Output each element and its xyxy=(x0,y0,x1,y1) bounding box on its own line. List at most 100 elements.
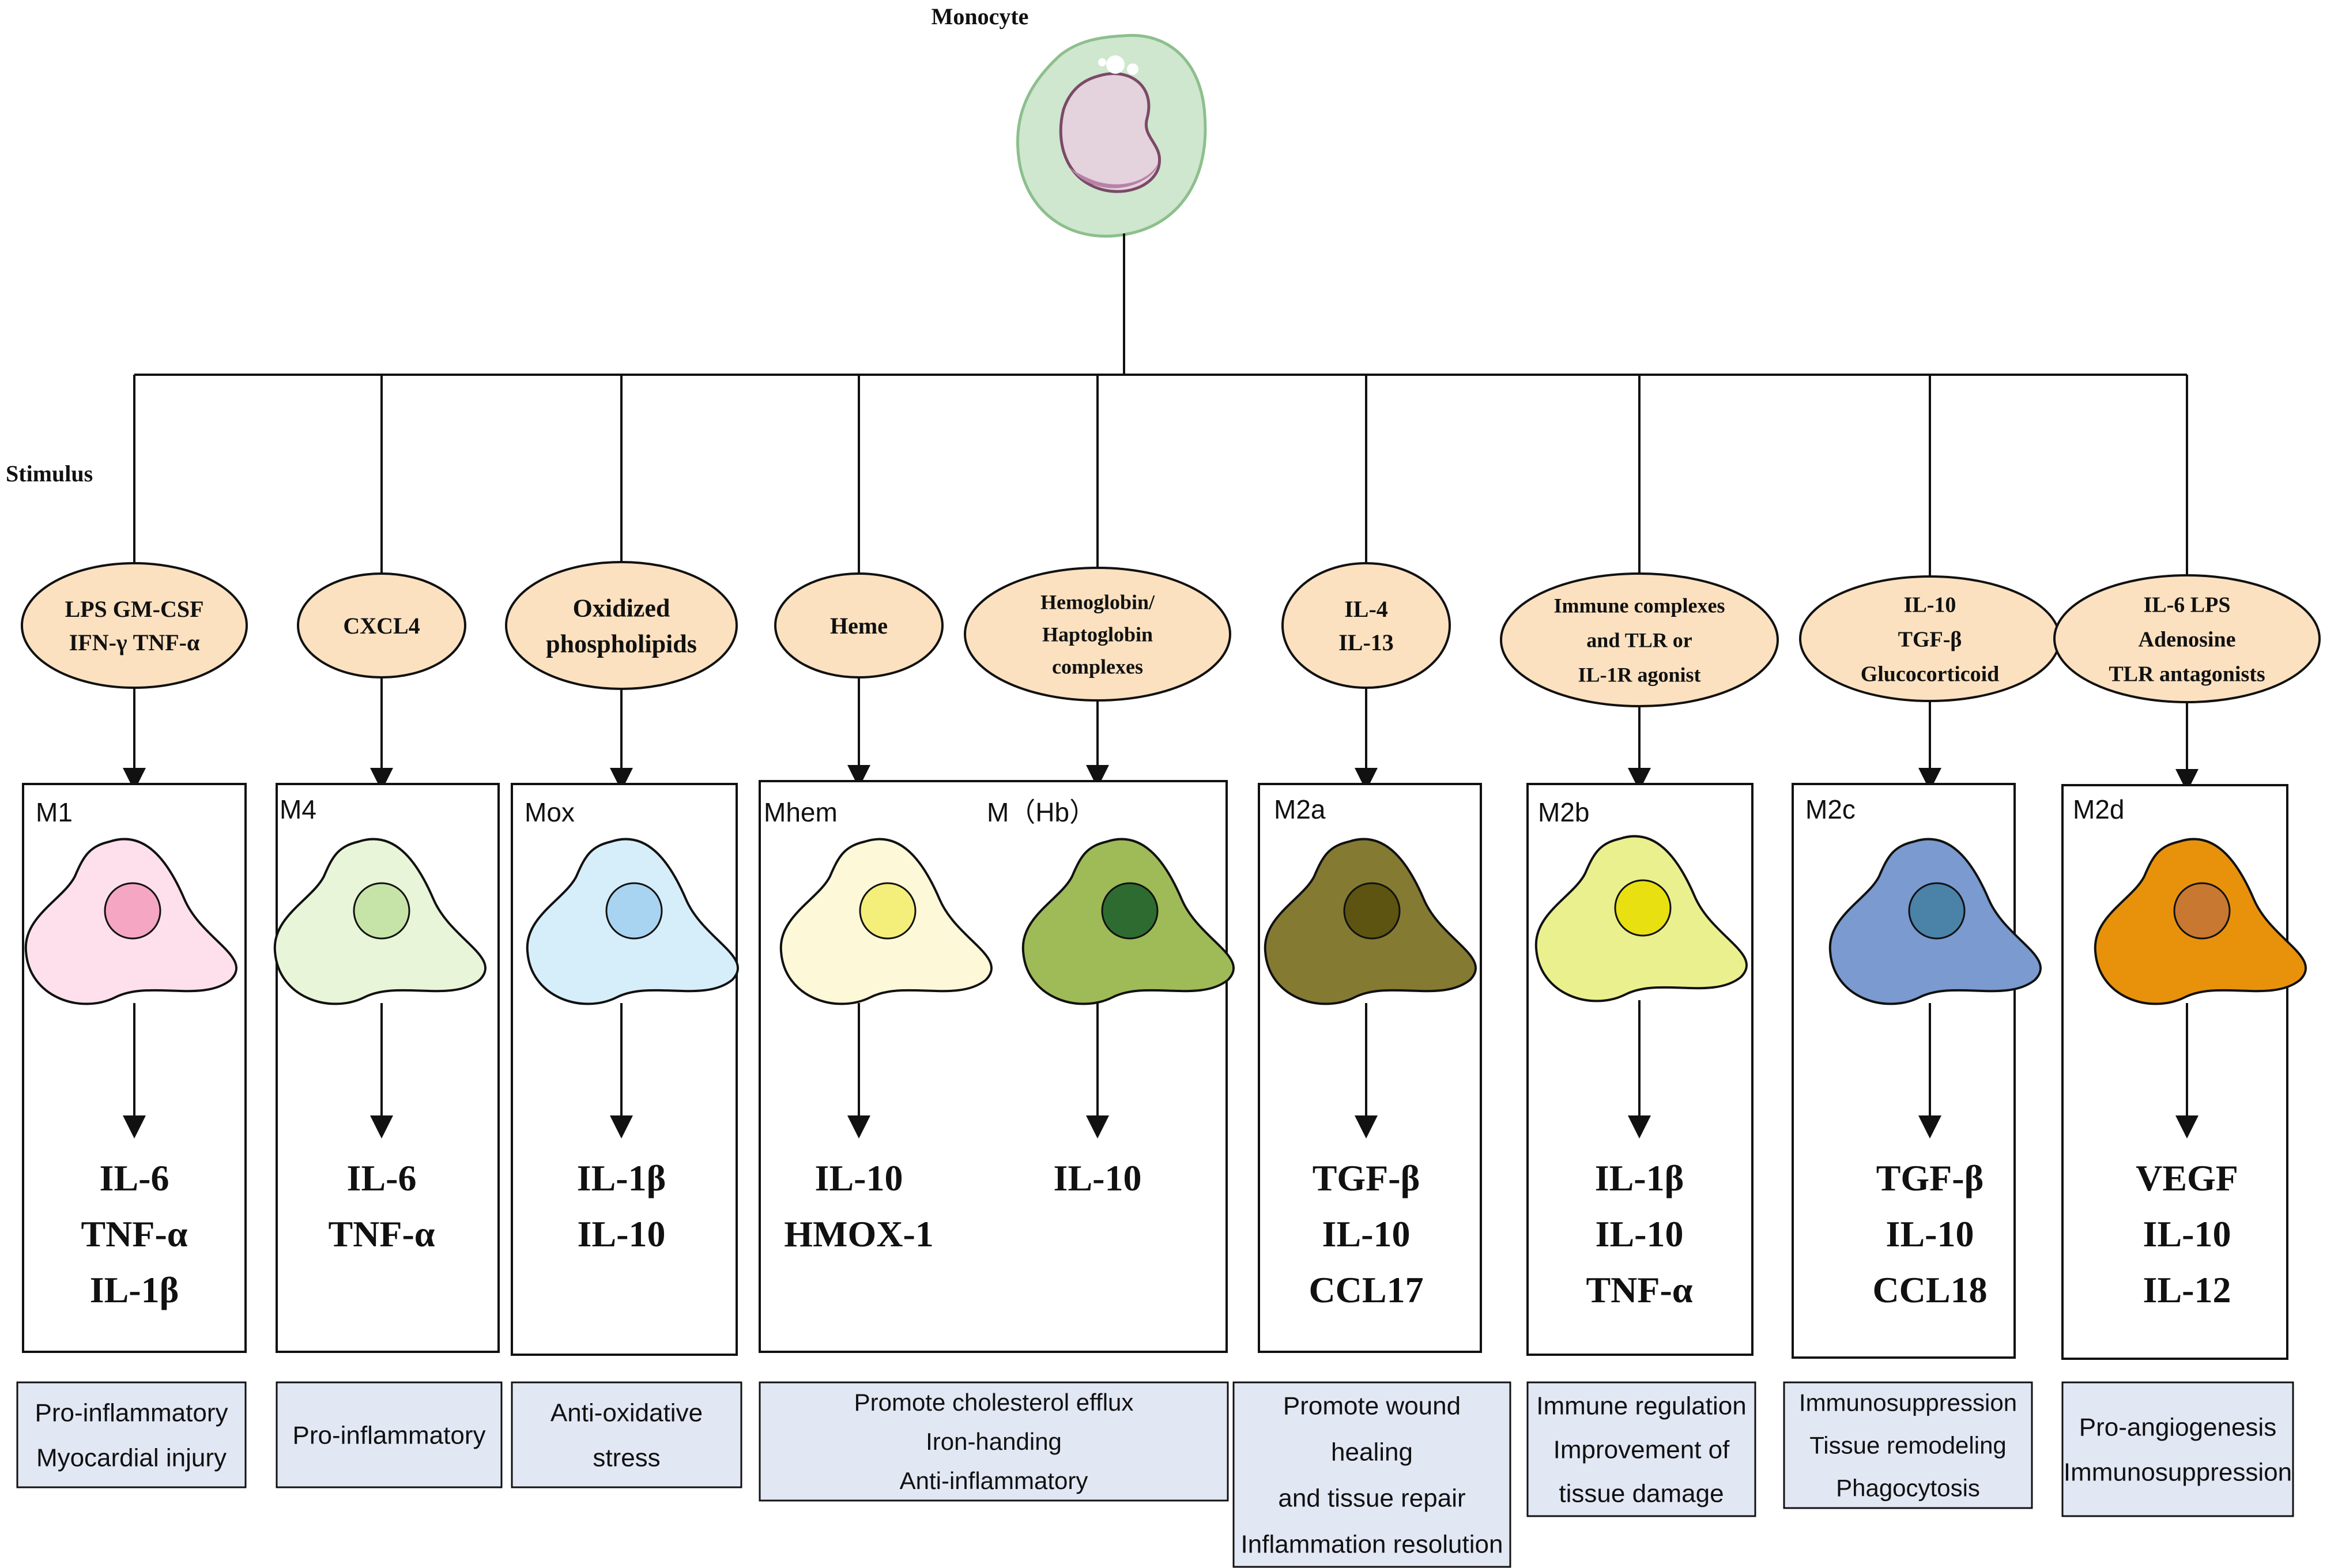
cytokine-text: IL-10 xyxy=(1054,1158,1142,1198)
stimulus-text: IL-1R agonist xyxy=(1578,664,1700,687)
macrophage-label: M2c xyxy=(1805,794,1856,824)
function-text: Improvement of xyxy=(1553,1435,1730,1464)
stimulus-text: LPS GM-CSF xyxy=(65,596,203,622)
macrophage-label: M4 xyxy=(280,794,316,824)
cytokine-text: CCL18 xyxy=(1872,1269,1987,1310)
cytokine-text: VEGF xyxy=(2136,1158,2238,1198)
monocyte-nucleus-shade xyxy=(1069,164,1157,189)
function-box xyxy=(276,1381,503,1488)
function-text: Immune regulation xyxy=(1536,1392,1746,1420)
function-text: Anti-inflammatory xyxy=(900,1467,1088,1494)
stimulus-text: and TLR or xyxy=(1586,629,1692,652)
cytokine-text: CCL17 xyxy=(1308,1269,1423,1310)
stimulus-text: IL-6 LPS xyxy=(2144,593,2231,617)
function-text: Myocardial injury xyxy=(36,1443,227,1472)
function-text: healing xyxy=(1331,1438,1413,1466)
function-text: Inflammation resolution xyxy=(1241,1530,1503,1558)
macrophage-nucleus xyxy=(1343,882,1401,940)
tree-connectors xyxy=(134,233,2187,376)
stimulus-text: Adenosine xyxy=(2139,627,2236,651)
macrophage-label: M1 xyxy=(36,797,73,827)
cytokine-text: IL-10 xyxy=(1596,1213,1684,1254)
function-text: and tissue repair xyxy=(1278,1484,1465,1512)
macrophage-label: M（Hb） xyxy=(987,797,1096,827)
cytokine-text: IL-1β xyxy=(577,1158,666,1198)
cytokine-text: IL-1β xyxy=(1595,1158,1684,1198)
monocyte-granule xyxy=(1106,55,1125,74)
function-text: Phagocytosis xyxy=(1836,1475,1980,1502)
stimulus-text: Heme xyxy=(830,613,888,639)
cytokine-text: IL-10 xyxy=(1322,1213,1411,1254)
macrophage-label: M2d xyxy=(2073,794,2124,824)
stimulus-text: IFN-γ TNF-α xyxy=(69,630,200,655)
stimulus-text: complexes xyxy=(1052,655,1143,679)
function-box xyxy=(759,1381,1229,1502)
monocyte-granule xyxy=(1098,58,1106,66)
stimulus-text: IL-4 xyxy=(1344,596,1388,622)
stimulus-text: Haptoglobin xyxy=(1042,623,1153,646)
macrophage-nucleus xyxy=(1614,879,1672,937)
function-text: Immunosuppression xyxy=(1799,1389,2017,1416)
function-box xyxy=(1232,1381,1511,1568)
macrophage-nucleus xyxy=(2173,882,2231,940)
macrophage-label: Mhem xyxy=(764,797,838,827)
cytokine-text: TNF-α xyxy=(328,1213,435,1254)
function-text: Immunosuppression xyxy=(2064,1458,2292,1486)
function-box xyxy=(511,1381,742,1488)
macrophage-nucleus xyxy=(353,882,410,940)
function-text: Anti-oxidative xyxy=(550,1399,703,1427)
cytokine-text: TGF-β xyxy=(1313,1158,1420,1198)
cytokine-text: TNF-α xyxy=(1586,1269,1692,1310)
function-box xyxy=(2061,1381,2294,1517)
macrophage-nucleus xyxy=(605,882,663,940)
monocyte-granule xyxy=(1127,63,1138,75)
stimulus-text: phospholipids xyxy=(546,630,697,658)
macrophage-label: M2b xyxy=(1538,797,1589,827)
macrophage-label: M2a xyxy=(1274,794,1326,824)
stimulus-text: Hemoglobin/ xyxy=(1040,591,1155,614)
function-text: Tissue remodeling xyxy=(1809,1432,2007,1459)
function-text: Iron-handing xyxy=(926,1428,1062,1455)
monocyte-label: Monocyte xyxy=(932,3,1029,29)
monocyte-nucleus xyxy=(1059,72,1162,193)
stimulus-text: TLR antagonists xyxy=(2109,662,2265,686)
function-text: stress xyxy=(593,1443,660,1472)
columns: LPS GM-CSF IFN-γ TNF-α CXCL4 Oxidized phosph… xyxy=(16,375,2321,1568)
macrophage-nucleus xyxy=(1101,882,1159,940)
cytokine-text: IL-1β xyxy=(90,1269,179,1310)
function-text: Promote wound xyxy=(1283,1392,1461,1420)
stimulus-ellipse xyxy=(1281,562,1451,689)
stimulus-text: Glucocorticoid xyxy=(1861,662,2000,686)
stimulus-ellipse xyxy=(505,561,738,690)
macrophage-nucleus xyxy=(1908,882,1966,940)
function-box xyxy=(16,1381,247,1488)
function-box xyxy=(1783,1381,2033,1509)
cytokine-text: IL-10 xyxy=(578,1213,666,1254)
stimulus-text: CXCL4 xyxy=(343,613,420,639)
cytokine-text: TGF-β xyxy=(1876,1158,1984,1198)
macrophage-nucleus xyxy=(104,882,161,940)
cytokine-text: HMOX-1 xyxy=(784,1213,934,1254)
function-box xyxy=(1526,1381,1756,1517)
stimulus-text: Oxidized xyxy=(573,594,670,622)
macrophage-nucleus xyxy=(859,882,917,940)
function-text: Promote cholesterol efflux xyxy=(854,1389,1134,1416)
stimulus-ellipse xyxy=(21,562,248,689)
cytokine-text: IL-10 xyxy=(1886,1213,1974,1254)
cytokine-text: IL-10 xyxy=(2143,1213,2231,1254)
cytokine-text: TNF-α xyxy=(81,1213,187,1254)
monocyte-cell xyxy=(1016,33,1207,238)
function-text: Pro-inflammatory xyxy=(293,1421,486,1449)
stimulus-text: IL-10 xyxy=(1904,593,1956,617)
stimulus-text: TGF-β xyxy=(1898,627,1962,651)
stimulus-text: IL-13 xyxy=(1338,630,1394,655)
cytokine-text: IL-6 xyxy=(100,1158,169,1198)
function-text: Pro-inflammatory xyxy=(35,1399,228,1427)
stimulus-text: Immune complexes xyxy=(1554,594,1725,617)
macrophage-label: Mox xyxy=(525,797,575,827)
cytokine-text: IL-6 xyxy=(347,1158,417,1198)
cytokine-text: IL-10 xyxy=(815,1158,903,1198)
function-text: Pro-angiogenesis xyxy=(2079,1413,2276,1441)
cytokine-text: IL-12 xyxy=(2143,1269,2231,1310)
